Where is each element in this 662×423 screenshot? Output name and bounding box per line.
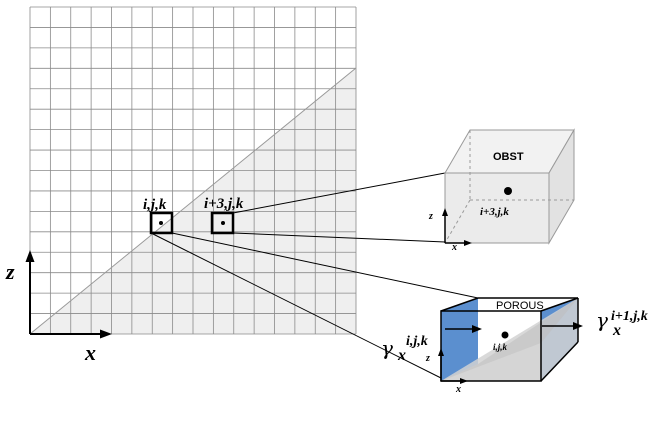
connector-obst-top xyxy=(232,172,446,214)
obst-cube-hidden-edges xyxy=(444,130,574,244)
grid-x-label: x xyxy=(84,340,96,365)
porous-z-label: z xyxy=(425,353,430,364)
gamma-left-superscript: i,j,k xyxy=(406,334,428,349)
cell-i-j-k-label: i,j,k xyxy=(143,197,167,213)
gamma-left-symbol: γ xyxy=(381,336,393,360)
gamma-right-superscript: i+1,j,k xyxy=(611,309,648,324)
porous-x-arrowhead xyxy=(460,378,468,384)
diagonal-boundary xyxy=(29,67,357,335)
gamma-right-symbol: γ xyxy=(596,308,608,332)
obst-center-label: i+3,j,k xyxy=(480,206,509,218)
obst-z-arrowhead xyxy=(442,208,448,216)
flux-arrow-right-head xyxy=(573,322,583,330)
connector-porous-bottom xyxy=(150,232,442,379)
obst-z-label: z xyxy=(428,211,433,222)
cell-i3-j-k: i+3,j,k xyxy=(204,196,244,235)
porous-shaded-slab xyxy=(441,298,578,381)
gamma-left-label: γ x i,j,k xyxy=(381,334,428,364)
porous-center-label: i,j,k xyxy=(493,342,508,352)
z-axis-arrowhead xyxy=(25,250,35,262)
connector-lines xyxy=(150,172,479,379)
grid-axes: z x xyxy=(5,250,112,365)
gamma-right-label: γ x i+1,j,k xyxy=(596,308,648,339)
obst-x-label: x xyxy=(451,242,457,253)
cell-i3-j-k-center-dot xyxy=(221,221,225,225)
obst-title: OBST xyxy=(493,151,524,163)
cell-i-j-k: i,j,k xyxy=(143,197,174,235)
porous-cube: POROUS i,j,k z x xyxy=(425,297,583,395)
porous-left-blue-face xyxy=(441,298,478,381)
connector-porous-top xyxy=(171,232,479,299)
computational-grid: z x i,j,k i+3,j,k xyxy=(5,6,357,365)
cell-i3-j-k-outline xyxy=(210,211,235,235)
cell-i-j-k-center-dot xyxy=(159,221,163,225)
connector-obst-bottom xyxy=(232,232,446,243)
gamma-left-subscript: x xyxy=(397,347,406,364)
porous-title: POROUS xyxy=(496,300,544,312)
porous-z-arrowhead xyxy=(438,348,444,356)
flux-arrow-left-head xyxy=(472,325,482,333)
obst-x-arrowhead xyxy=(464,240,472,246)
cell-i3-j-k-label: i+3,j,k xyxy=(204,196,244,212)
grid-z-label: z xyxy=(5,259,15,284)
obst-center-dot xyxy=(504,187,512,195)
porous-center-dot xyxy=(501,331,509,339)
porous-x-label: x xyxy=(455,384,461,395)
obst-cube: OBST i+3,j,k z x xyxy=(428,128,575,253)
gamma-right-subscript: x xyxy=(612,322,621,339)
cell-i-j-k-outline xyxy=(149,211,174,235)
x-axis-arrowhead xyxy=(100,329,112,339)
